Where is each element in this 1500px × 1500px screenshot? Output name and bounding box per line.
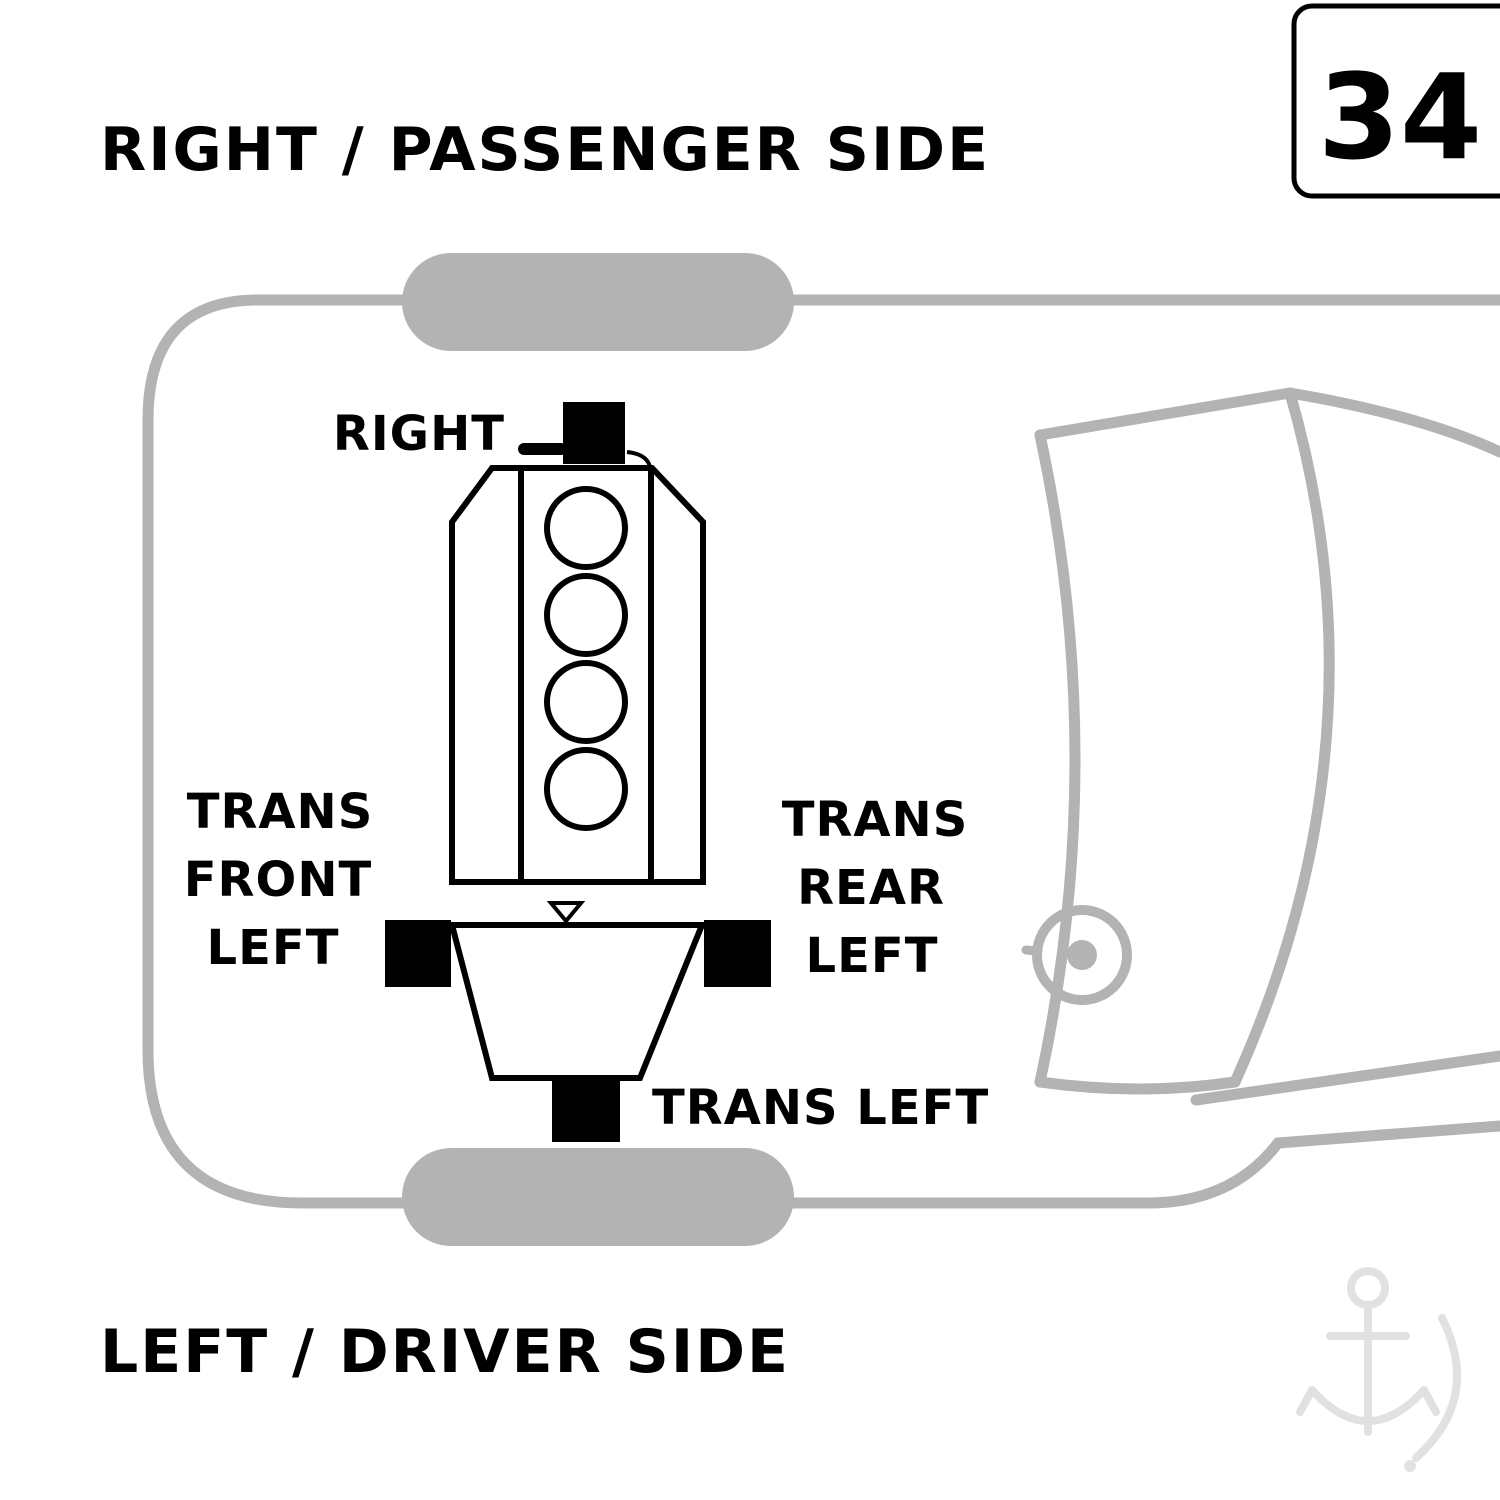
- cylinder-4: [544, 747, 628, 831]
- label-trans-rear-left-line2: REAR: [797, 860, 945, 916]
- car-outline: [142, 253, 1500, 1246]
- label-trans-rear-left-line3: LEFT: [806, 928, 939, 984]
- trans-left-marker: [552, 1078, 620, 1142]
- title-right-passenger-side: RIGHT / PASSENGER SIDE: [100, 115, 990, 185]
- windshield-bottom-edge: [1034, 1076, 1241, 1095]
- trans-rear-left-marker: [704, 920, 771, 987]
- steering-cap-inner-dot: [1067, 940, 1097, 970]
- page-number-box: 34: [1291, 3, 1500, 199]
- steering-cap-stub: [1021, 945, 1043, 956]
- transmission-housing: [448, 922, 707, 1081]
- hood-top-line: [1284, 387, 1500, 458]
- engine-mount-right-hook: [626, 450, 652, 468]
- cylinder-3: [544, 660, 628, 744]
- anchor-logo-watermark-icon: [1296, 1267, 1462, 1472]
- label-trans-front-left-line3: LEFT: [207, 920, 340, 976]
- label-trans-front-left-line1: TRANS: [187, 784, 374, 840]
- car-body-left-outline: [142, 294, 408, 1209]
- label-trans-front-left-line2: FRONT: [184, 852, 372, 908]
- trans-front-left-marker: [385, 920, 451, 987]
- tire-top: [402, 253, 794, 351]
- car-front-lower-line-2: [1272, 1120, 1500, 1149]
- tire-bottom: [402, 1148, 794, 1246]
- page-number: 34: [1318, 48, 1482, 186]
- windshield-right-arc: [1229, 387, 1335, 1088]
- engine-mount-right-marker: [563, 402, 625, 464]
- engine-transmission-diagram: [385, 402, 771, 1142]
- title-left-driver-side: LEFT / DRIVER SIDE: [100, 1317, 790, 1387]
- car-body-bottom-line: [786, 1137, 1284, 1209]
- cylinder-1: [544, 486, 628, 570]
- transmission-funnel-mark: [546, 901, 586, 925]
- car-front-lower-line-1: [1190, 1050, 1500, 1106]
- label-right-mount: RIGHT: [333, 406, 505, 462]
- cylinder-2: [544, 573, 628, 657]
- windshield-top-edge: [1034, 387, 1296, 441]
- label-trans-rear-left-line1: TRANS: [782, 792, 969, 848]
- label-trans-left: TRANS LEFT: [652, 1080, 989, 1136]
